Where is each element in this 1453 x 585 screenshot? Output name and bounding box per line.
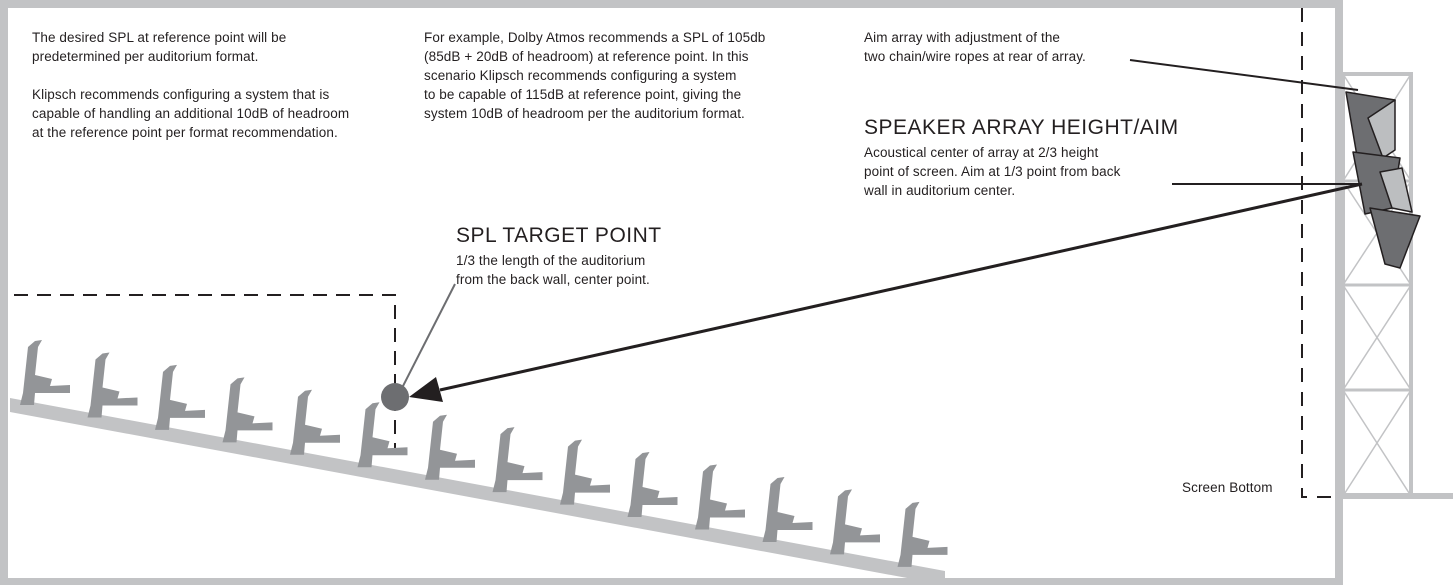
seating-rows (20, 340, 948, 567)
aim-arrowhead (409, 377, 443, 402)
note-line: at the reference point per format recomm… (32, 125, 338, 140)
theater-seat (20, 340, 70, 405)
callout-line: Acoustical center of array at 2/3 height (864, 145, 1099, 160)
aim-adjust-leader (1129, 59, 1359, 91)
theater-seat (357, 402, 408, 468)
theater-seat (222, 377, 273, 443)
note-line: capable of handling an additional 10dB o… (32, 106, 350, 121)
theater-seat (897, 501, 948, 567)
theater-seat (492, 427, 543, 493)
screen-wall (1335, 0, 1343, 585)
note-line: scenario Klipsch recommends configuring … (424, 68, 737, 83)
note-line: to be capable of 115dB at reference poin… (424, 87, 742, 102)
theater-seat (87, 352, 138, 418)
speaker-cabinet-1-face (1367, 99, 1396, 159)
theater-seat (627, 452, 678, 518)
theater-seat (560, 439, 610, 505)
callout-line: wall in auditorium center. (864, 183, 1016, 198)
speaker-array-callout: SPEAKER ARRAY HEIGHT/AIM Acoustical cent… (864, 116, 1179, 200)
speaker-array (1345, 91, 1421, 269)
spl-intro-note: The desired SPL at reference point will … (32, 28, 349, 142)
spl-target-callout: SPL TARGET POINT 1/3 the length of the a… (456, 224, 662, 289)
theater-seat (290, 389, 340, 455)
note-line: The desired SPL at reference point will … (32, 30, 287, 45)
callout-line: point of screen. Aim at 1/3 point from b… (864, 164, 1121, 179)
aim-line (439, 182, 1363, 392)
theater-seat (695, 464, 745, 530)
note-line: (85dB + 20dB of headroom) at reference p… (424, 49, 749, 64)
theater-seat (155, 364, 205, 430)
speaker-cabinet-3 (1369, 207, 1421, 269)
ceiling-line (0, 0, 1335, 8)
target-point-leader (401, 283, 456, 389)
theater-seat (830, 489, 880, 555)
callout-line: from the back wall, center point. (456, 272, 650, 287)
target-region-dashed-box (14, 294, 396, 448)
floor-base-line (0, 578, 1335, 585)
callout-line: 1/3 the length of the auditorium (456, 253, 646, 268)
note-line: predetermined per auditorium format. (32, 49, 259, 64)
aim-adjust-note: Aim array with adjustment of the two cha… (864, 28, 1086, 66)
example-note: For example, Dolby Atmos recommends a SP… (424, 28, 765, 123)
theater-seat (425, 414, 475, 480)
note-line: two chain/wire ropes at rear of array. (864, 49, 1086, 64)
screen-bottom-label: Screen Bottom (1182, 480, 1273, 495)
speaker-array-title: SPEAKER ARRAY HEIGHT/AIM (864, 116, 1179, 139)
note-line: system 10dB of headroom per the auditori… (424, 106, 745, 121)
spl-target-dot (381, 383, 409, 411)
note-line: Aim array with adjustment of the (864, 30, 1061, 45)
theater-seat (762, 476, 813, 542)
speaker-cabinet-2-face (1379, 167, 1413, 213)
spl-target-title: SPL TARGET POINT (456, 224, 662, 247)
note-line: Klipsch recommends configuring a system … (32, 87, 330, 102)
sloped-floor (10, 398, 945, 585)
note-line: For example, Dolby Atmos recommends a SP… (424, 30, 766, 45)
screen-dashed-line (1301, 8, 1335, 498)
back-wall-line (0, 0, 8, 585)
